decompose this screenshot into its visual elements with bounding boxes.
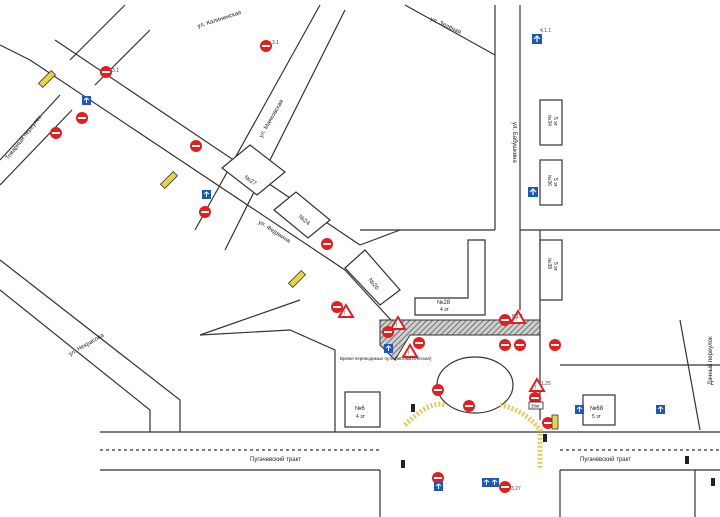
no-entry-sign: [463, 400, 475, 412]
tram-stop-icon: [287, 269, 307, 289]
no-entry-sign: [529, 392, 541, 404]
closed-road-segment: [379, 319, 541, 361]
street-kalininskaya: ул. Калининская: [197, 10, 242, 30]
traffic-lights: [401, 404, 715, 486]
no-entry-sign: [432, 384, 444, 396]
tram-stop-icon: [551, 414, 559, 430]
label-36: №36: [546, 175, 552, 186]
svg-text:!: !: [516, 317, 517, 323]
svg-text:8.1.1: 8.1.1: [512, 314, 523, 320]
detour-path-right: [499, 402, 543, 470]
tram-stop-icon: [159, 170, 179, 190]
building-24: [273, 191, 331, 239]
sign-plate: 30м: [528, 401, 544, 410]
no-entry-sign: [190, 140, 202, 152]
no-entry-sign: [549, 339, 561, 351]
no-entry-sign: [514, 339, 526, 351]
label-68: №68: [590, 405, 604, 412]
label-small-floors: 4 эт: [356, 414, 366, 420]
street-pugachevsky-left: Пугачевский тракт: [250, 456, 301, 463]
buildings: [221, 99, 616, 428]
detour-path-left: [403, 401, 446, 427]
svg-text:4.1.1: 4.1.1: [540, 28, 551, 34]
no-entry-sign: [499, 481, 511, 493]
building-26: [344, 249, 401, 306]
tram-stop-icon: [37, 69, 57, 89]
svg-text:3.1: 3.1: [112, 68, 119, 74]
sign-codes: 3.1 3.1 8.1.1 1.25 3.27 4.1.1: [112, 28, 551, 492]
roadwork-sign: !: [401, 343, 419, 358]
building-38: [539, 239, 563, 301]
label-68-floors: 5 эт: [592, 414, 602, 420]
roadwork-sign: !: [528, 377, 546, 392]
svg-text:!: !: [344, 311, 345, 317]
tram-stops: [37, 69, 559, 430]
building-27: [221, 144, 286, 196]
label-28: №28: [437, 299, 451, 306]
direction-arrow-sign: [528, 187, 538, 197]
no-entry-sign: [50, 127, 62, 139]
building-36: [539, 159, 563, 206]
direction-arrow-sign: [434, 482, 443, 491]
traffic-light-icon: [401, 460, 405, 468]
label-34-floors: 5 эт: [552, 117, 558, 127]
no-entry-sign: [432, 472, 444, 484]
svg-text:3.27: 3.27: [511, 486, 521, 492]
svg-text:30м: 30м: [531, 404, 539, 409]
street-nekrasova: ул. Некрасова: [68, 332, 106, 357]
label-38-floors: 5 эт: [552, 262, 558, 272]
temporary-sidewalk-note: Время переводимых пути (автоматическая): [340, 356, 432, 361]
street-tovarny: Товарный переулок: [4, 114, 43, 162]
traffic-light-icon: [711, 478, 715, 486]
no-entry-sign: [331, 301, 343, 313]
no-entry-sign: [321, 238, 333, 250]
svg-text:3.1: 3.1: [272, 40, 279, 46]
svg-text:!: !: [535, 385, 536, 391]
street-pugachevsky-right: Пугачевский тракт: [580, 456, 631, 463]
direction-arrow-sign: [384, 344, 393, 353]
svg-text:1.25: 1.25: [541, 381, 551, 387]
label-38: №38: [546, 258, 552, 269]
no-entry-sign: [76, 112, 88, 124]
no-entry-sign: [199, 206, 211, 218]
roadwork-sign: !: [389, 315, 407, 330]
no-entry-sign: [499, 339, 511, 351]
building-small: [344, 391, 381, 428]
direction-arrow-sign: [656, 405, 665, 414]
street-shelkovaya: ул. Зелёная: [429, 16, 462, 35]
no-entry-sign: [499, 314, 511, 326]
direction-arrow-sign: [532, 34, 542, 44]
roadwork-sign: !: [337, 303, 355, 318]
direction-arrow-sign: [482, 478, 491, 487]
traffic-light-icon: [411, 404, 415, 412]
info-signs: [82, 34, 665, 491]
direction-arrow-sign: [490, 478, 499, 487]
street-dachny: Дачный переулок: [707, 336, 714, 385]
building-34: [539, 99, 563, 146]
roadwork-signs: ! ! ! ! !: [337, 303, 546, 392]
svg-text:!: !: [408, 351, 409, 357]
roadwork-sign: !: [509, 309, 527, 324]
street-mayakovskaya: ул. Маяковская: [259, 99, 286, 139]
traffic-light-icon: [685, 456, 689, 464]
no-entry-sign: [542, 417, 554, 429]
direction-arrow-sign: [575, 405, 584, 414]
no-entry-sign: [260, 40, 272, 52]
label-small: №6: [355, 405, 365, 412]
label-36-floors: 5 эт: [552, 178, 558, 188]
street-babushkina: ул. Бабушкина: [511, 122, 517, 163]
label-34: №34: [546, 115, 552, 126]
no-entry-sign: [100, 66, 112, 78]
no-entry-sign: [413, 337, 425, 349]
direction-arrow-sign: [202, 190, 211, 199]
label-28-floors: 4 эт: [440, 307, 450, 313]
building-28: [414, 239, 486, 316]
traffic-light-icon: [543, 434, 547, 442]
direction-arrow-sign: [82, 96, 91, 105]
svg-text:!: !: [396, 323, 397, 329]
